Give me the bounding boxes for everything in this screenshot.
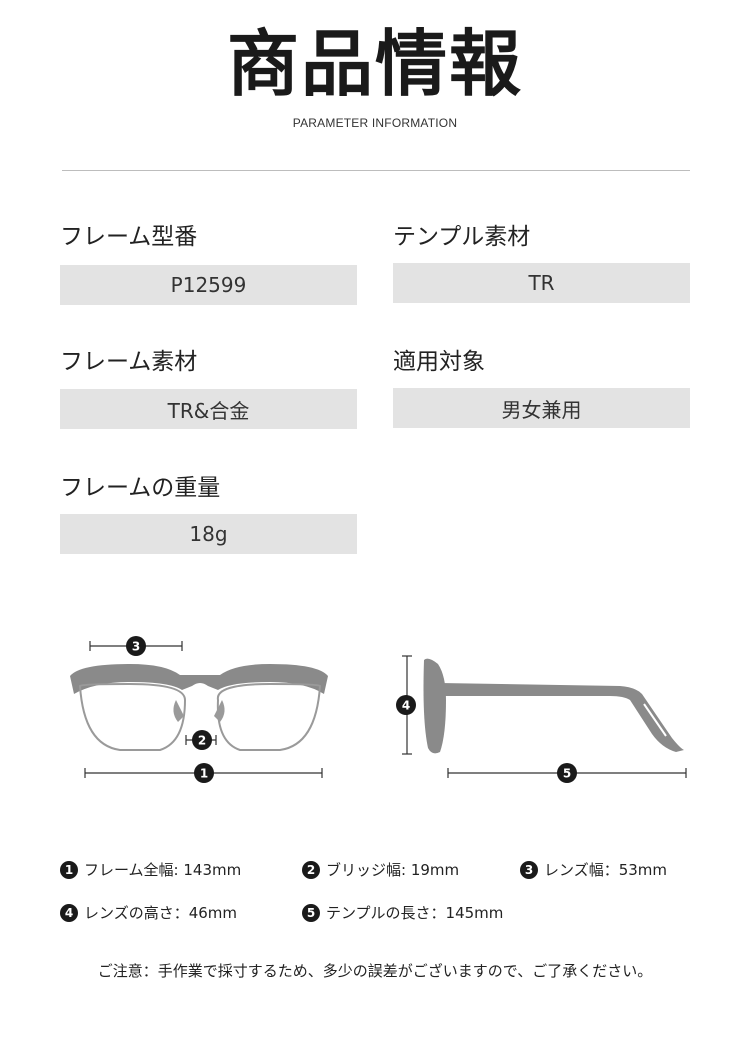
legend-item-lens-width: 3 レンズ幅：53mm — [520, 859, 667, 880]
number-badge: 5 — [302, 903, 320, 922]
legend-item-frame-width: 1 フレーム全幅: 143mm — [60, 859, 241, 880]
legend-text: テンプルの長さ：145mm — [326, 904, 504, 922]
marker-2: 2 — [192, 730, 212, 750]
disclaimer-note: ご注意：手作業で採寸するため、多少の誤差がございますので、ご了承ください。 — [97, 962, 653, 980]
svg-text:5: 5 — [563, 767, 571, 781]
number-badge: 1 — [60, 860, 78, 879]
legend-text: レンズ幅：53mm — [544, 861, 668, 879]
temple-material-value: TR — [393, 263, 690, 303]
target-value: 男女兼用 — [393, 388, 690, 428]
frame-model-value: P12599 — [60, 265, 357, 305]
temple-material-label: テンプル素材 — [393, 224, 531, 250]
legend-item-bridge-width: 2 ブリッジ幅: 19mm — [302, 859, 459, 880]
legend-text: レンズの高さ：46mm — [84, 904, 238, 922]
svg-text:2: 2 — [198, 734, 206, 748]
marker-3: 3 — [126, 636, 146, 656]
frame-material-label: フレーム素材 — [60, 349, 198, 375]
number-badge: 3 — [520, 860, 538, 879]
frame-weight-value: 18g — [60, 514, 357, 554]
page-subtitle: PARAMETER INFORMATION — [292, 116, 458, 130]
divider — [62, 170, 690, 171]
frame-weight-label: フレームの重量 — [60, 475, 221, 501]
marker-1: 1 — [194, 763, 214, 783]
marker-4: 4 — [396, 695, 416, 715]
legend-text: フレーム全幅: 143mm — [84, 861, 242, 879]
frame-material-value: TR&合金 — [60, 389, 357, 429]
svg-text:4: 4 — [402, 699, 410, 713]
svg-text:1: 1 — [200, 767, 208, 781]
target-label: 適用対象 — [393, 349, 485, 375]
front-view — [70, 664, 328, 751]
svg-text:3: 3 — [132, 640, 140, 654]
legend-item-temple-length: 5 テンプルの長さ：145mm — [302, 902, 503, 923]
legend-item-lens-height: 4 レンズの高さ：46mm — [60, 902, 237, 923]
glasses-diagram: 3 2 1 4 5 — [70, 636, 687, 783]
number-badge: 4 — [60, 903, 78, 922]
marker-5: 5 — [557, 763, 577, 783]
number-badge: 2 — [302, 860, 320, 879]
side-view — [423, 658, 684, 754]
legend-text: ブリッジ幅: 19mm — [326, 861, 460, 879]
frame-model-label: フレーム型番 — [60, 224, 198, 250]
page-title: 商品情報 — [226, 22, 523, 106]
